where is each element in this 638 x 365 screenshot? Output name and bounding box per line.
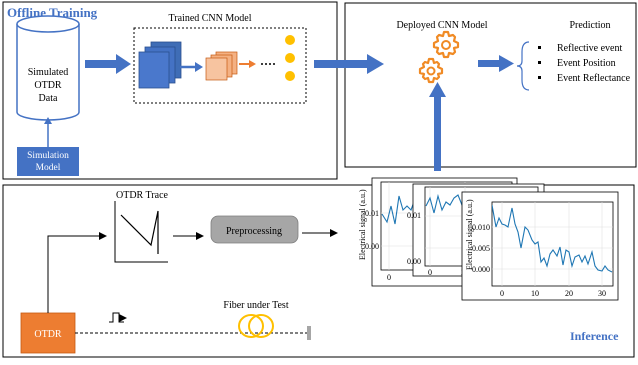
deployed-title: Deployed CNN Model <box>396 20 487 31</box>
back-plot-ytick: 0.01 <box>365 209 379 218</box>
prediction-item-position: Event Position <box>557 58 616 69</box>
trace-axes <box>114 201 168 263</box>
prediction-item-reflectance: Event Reflectance <box>557 73 631 84</box>
fiber-label: Fiber under Test <box>223 300 288 311</box>
cnn-title: Trained CNN Model <box>169 13 252 24</box>
otdr-label: OTDR <box>34 329 62 340</box>
cnn-to-deployed-arrow <box>314 54 384 74</box>
deployed-to-prediction-arrow <box>478 55 514 72</box>
otdr-trace-label: OTDR Trace <box>116 190 169 201</box>
inference-title: Inference <box>570 329 619 343</box>
simulation-label-line1: Simulation <box>27 151 69 161</box>
gear-icon <box>432 30 460 59</box>
prediction-item-reflective: Reflective event <box>557 43 622 54</box>
prediction-brace <box>516 41 530 91</box>
trace-curve <box>120 210 159 254</box>
mid-plot-ytick: 0.01 <box>407 211 421 220</box>
front-plot-xtick: 20 <box>565 289 573 298</box>
otdr-to-trace-arrow <box>47 232 107 313</box>
simulation-model-box <box>17 147 79 176</box>
cnn-output-nodes <box>285 35 295 81</box>
database-label-line2: OTDR <box>34 80 62 91</box>
prediction-bullet <box>538 76 541 79</box>
database-label-line1: Simulated <box>28 67 69 78</box>
back-plot-ytick: 0.00 <box>365 242 379 251</box>
front-plot-ytick: 0.005 <box>472 244 490 253</box>
cnn-ellipsis <box>261 63 275 65</box>
front-plot-ytick: 0.010 <box>472 223 490 232</box>
offline-training-title: Offline Training <box>7 5 98 20</box>
cnn-inner-arrow-2 <box>249 60 256 68</box>
cnn-model-box <box>133 27 307 104</box>
cnn-feature-maps-blue <box>138 41 182 89</box>
mid-plot-ytick: 0.00 <box>407 257 421 266</box>
pulse-icon <box>109 312 124 323</box>
mid-plot-xtick: 0 <box>428 268 432 277</box>
back-plot-ylabel: Electrical signal (a.u.) <box>358 189 367 260</box>
front-plot-xtick: 10 <box>531 289 539 298</box>
front-plot-ytick: 0.000 <box>472 265 490 274</box>
cnn-inner-arrow-1 <box>195 62 203 72</box>
deployment-panel <box>344 2 637 168</box>
cnn-feature-maps-orange <box>205 51 238 81</box>
front-plot-ylabel: Electrical signal (a.u.) <box>465 199 474 270</box>
plots-to-deployed-arrow <box>429 82 446 171</box>
prediction-title: Prediction <box>569 20 610 31</box>
gear-icon <box>418 57 444 84</box>
back-plot-xtick: 0 <box>387 273 391 282</box>
prediction-bullet <box>538 61 541 64</box>
data-to-cnn-arrow <box>85 54 131 74</box>
database-label-line3: Data <box>39 93 58 104</box>
preprocessing-box <box>210 215 299 244</box>
fiber-end <box>307 326 311 340</box>
prediction-bullet <box>538 46 541 49</box>
simulated-data-cylinder <box>16 15 80 121</box>
preprocessing-label: Preprocessing <box>226 226 282 237</box>
simulation-label-line2: Model <box>36 163 61 173</box>
front-plot-xtick: 30 <box>598 289 606 298</box>
fiber-coil-icon <box>238 314 274 338</box>
trace-plot-front: Electrical signal (a.u.) 0.010 0.005 0.0… <box>461 191 619 301</box>
inference-panel <box>2 184 635 358</box>
offline-training-panel <box>2 1 338 180</box>
front-plot-xtick: 0 <box>500 289 504 298</box>
